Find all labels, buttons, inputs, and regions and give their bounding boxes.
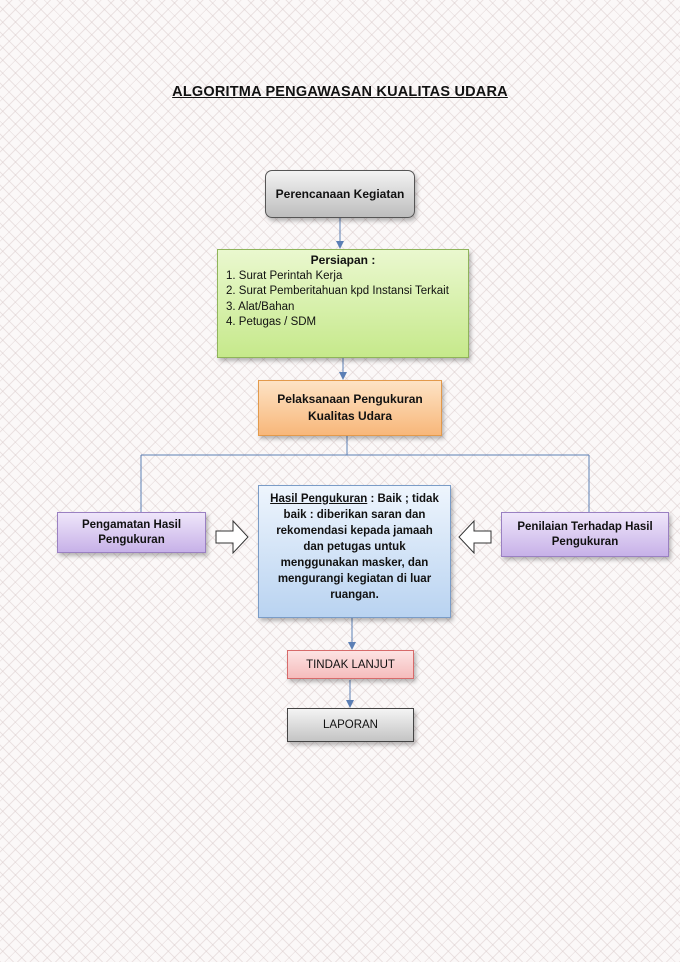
preparation-item: 4. Petugas / SDM bbox=[226, 316, 317, 328]
node-planning: Perencanaan Kegiatan bbox=[265, 170, 415, 218]
node-result-text: : Baik ; tidak baik : diberikan saran da… bbox=[276, 493, 439, 601]
preparation-item: 1. Surat Perintah Kerja bbox=[226, 269, 343, 282]
node-preparation: Persiapan : 1. Surat Perintah Kerja 2. S… bbox=[217, 249, 469, 358]
node-report-label: LAPORAN bbox=[323, 719, 378, 731]
node-preparation-heading: Persiapan : bbox=[310, 253, 376, 267]
node-result: Hasil Pengukuran : Baik ; tidak baik : d… bbox=[258, 485, 451, 618]
diagram-title: ALGORITMA PENGAWASAN KUALITAS UDARA bbox=[172, 84, 508, 100]
node-assessment: Penilaian Terhadap Hasil Pengukuran bbox=[501, 512, 669, 557]
block-arrow-left bbox=[458, 519, 492, 555]
node-assessment-label: Penilaian Terhadap Hasil Pengukuran bbox=[517, 520, 653, 548]
preparation-item: 2. Surat Pemberitahuan kpd Instansi Terk… bbox=[226, 285, 449, 297]
node-report: LAPORAN bbox=[287, 708, 414, 742]
node-result-label: Hasil Pengukuran bbox=[270, 493, 368, 505]
node-planning-label: Perencanaan Kegiatan bbox=[275, 187, 405, 201]
node-observation-label: Pengamatan Hasil Pengukuran bbox=[81, 518, 182, 546]
node-execution-label: Pelaksanaan Pengukuran Kualitas Udara bbox=[277, 392, 423, 423]
preparation-item: 3. Alat/Bahan bbox=[226, 300, 295, 313]
node-observation: Pengamatan Hasil Pengukuran bbox=[57, 512, 206, 553]
node-follow-up-label: TINDAK LANJUT bbox=[306, 658, 395, 671]
node-follow-up: TINDAK LANJUT bbox=[287, 650, 414, 679]
node-execution: Pelaksanaan Pengukuran Kualitas Udara bbox=[258, 380, 442, 436]
block-arrow-right bbox=[215, 519, 249, 555]
